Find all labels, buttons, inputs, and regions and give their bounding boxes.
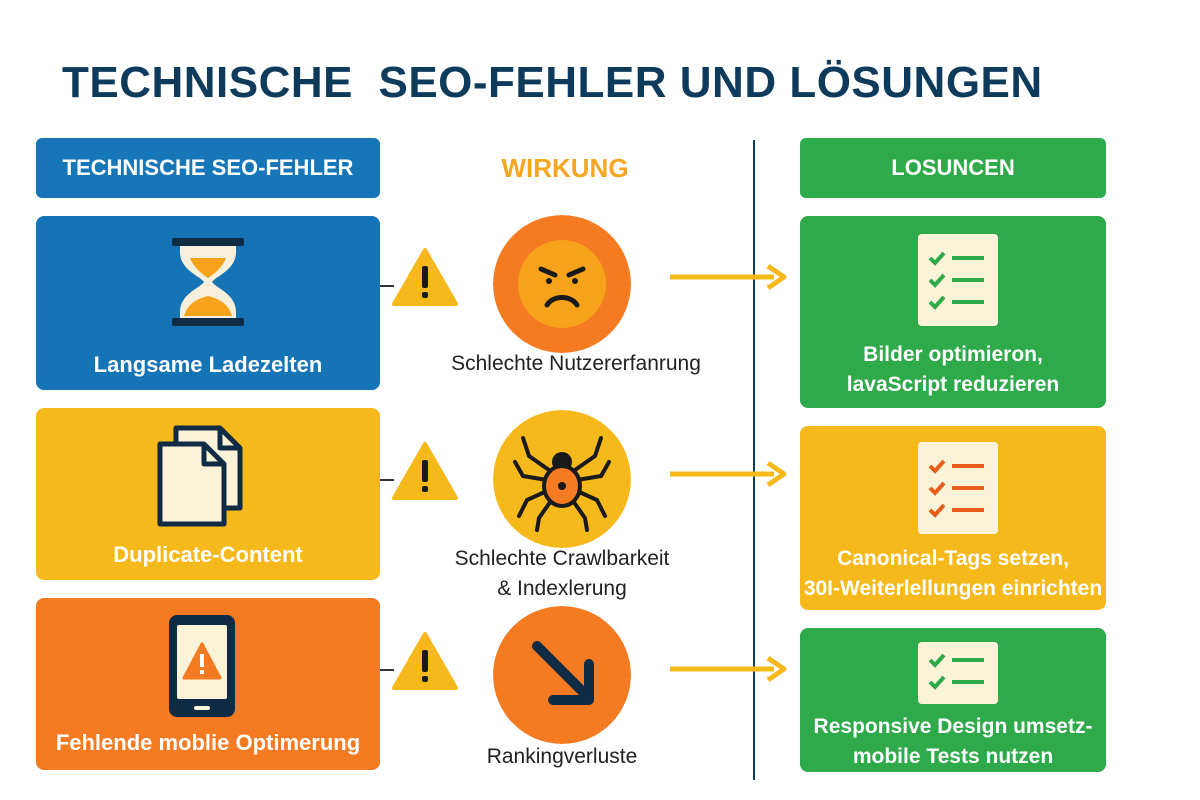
solution-card-canonical: Canonical-Tags setzen, 30I-Weiterlellung… bbox=[800, 426, 1106, 610]
down-right-arrow-icon bbox=[493, 606, 631, 744]
solution-card-performance: Bilder optimieron, lavaScript reduzieren bbox=[800, 216, 1106, 408]
problem-label: Langsame Ladezelten bbox=[93, 352, 323, 377]
arrow-right-icon bbox=[670, 655, 787, 683]
hourglass-icon bbox=[172, 238, 244, 326]
column-divider bbox=[753, 140, 755, 780]
solution-line: Canonical-Tags setzen, bbox=[837, 547, 1069, 570]
effect-column-header: WIRKUNG bbox=[501, 152, 629, 183]
problem-label: Duplicate-Content bbox=[113, 542, 303, 567]
solution-line: Bilder optimieron, bbox=[863, 343, 1043, 366]
solution-line: lavaScript reduzieren bbox=[846, 373, 1060, 396]
solution-line: 30I-Weiterlellungen einrichten bbox=[803, 577, 1103, 600]
angry-face-icon bbox=[493, 215, 631, 353]
spider-icon bbox=[493, 410, 631, 548]
effect-line: Schlechte Crawlbarkeit bbox=[454, 547, 670, 570]
arrow-right-icon bbox=[670, 460, 787, 488]
effect-label: Rankingverluste bbox=[486, 745, 638, 768]
duplicate-documents-icon bbox=[157, 425, 243, 527]
green-checklist-icon bbox=[918, 642, 998, 704]
solution-line: mobile Tests nutzen bbox=[852, 745, 1054, 768]
row-connector bbox=[380, 479, 394, 481]
orange-checklist-icon bbox=[918, 442, 998, 534]
effect-label: Schlechte Nutzererfanrung bbox=[451, 352, 701, 375]
row-connector bbox=[380, 669, 394, 671]
problems-column-header: TECHNISCHE SEO-FEHLER bbox=[36, 138, 380, 198]
solution-line: Responsive Design umsetz- bbox=[813, 715, 1093, 738]
solution-text: Bilder optimieron, lavaScript reduzieren bbox=[800, 340, 1106, 400]
smartphone-warning-icon bbox=[169, 615, 235, 717]
effect-label: Schlechte Crawlbarkeit & Indexlerung bbox=[402, 544, 722, 604]
warning-icon bbox=[392, 632, 458, 690]
problem-label: Fehlende moblie Optimerung bbox=[55, 730, 361, 755]
effect-line: & Indexlerung bbox=[497, 577, 627, 600]
solution-text: Canonical-Tags setzen, 30I-Weiterlellung… bbox=[800, 544, 1106, 604]
warning-icon bbox=[392, 442, 458, 500]
page-title: TECHNISCHE SEO-FEHLER UND LÖSUNGEN bbox=[62, 58, 1043, 107]
problem-card-duplicate-content: Duplicate-Content bbox=[36, 408, 380, 580]
solution-text: Responsive Design umsetz- mobile Tests n… bbox=[800, 712, 1106, 772]
solutions-column-header: LOSUNCEN bbox=[800, 138, 1106, 198]
row-connector bbox=[380, 285, 394, 287]
warning-icon bbox=[392, 248, 458, 306]
solution-card-responsive: Responsive Design umsetz- mobile Tests n… bbox=[800, 628, 1106, 772]
arrow-right-icon bbox=[670, 263, 787, 291]
green-checklist-icon bbox=[918, 234, 998, 326]
problem-card-mobile: Fehlende moblie Optimerung bbox=[36, 598, 380, 770]
problem-card-slow-loading: Langsame Ladezelten bbox=[36, 216, 380, 390]
